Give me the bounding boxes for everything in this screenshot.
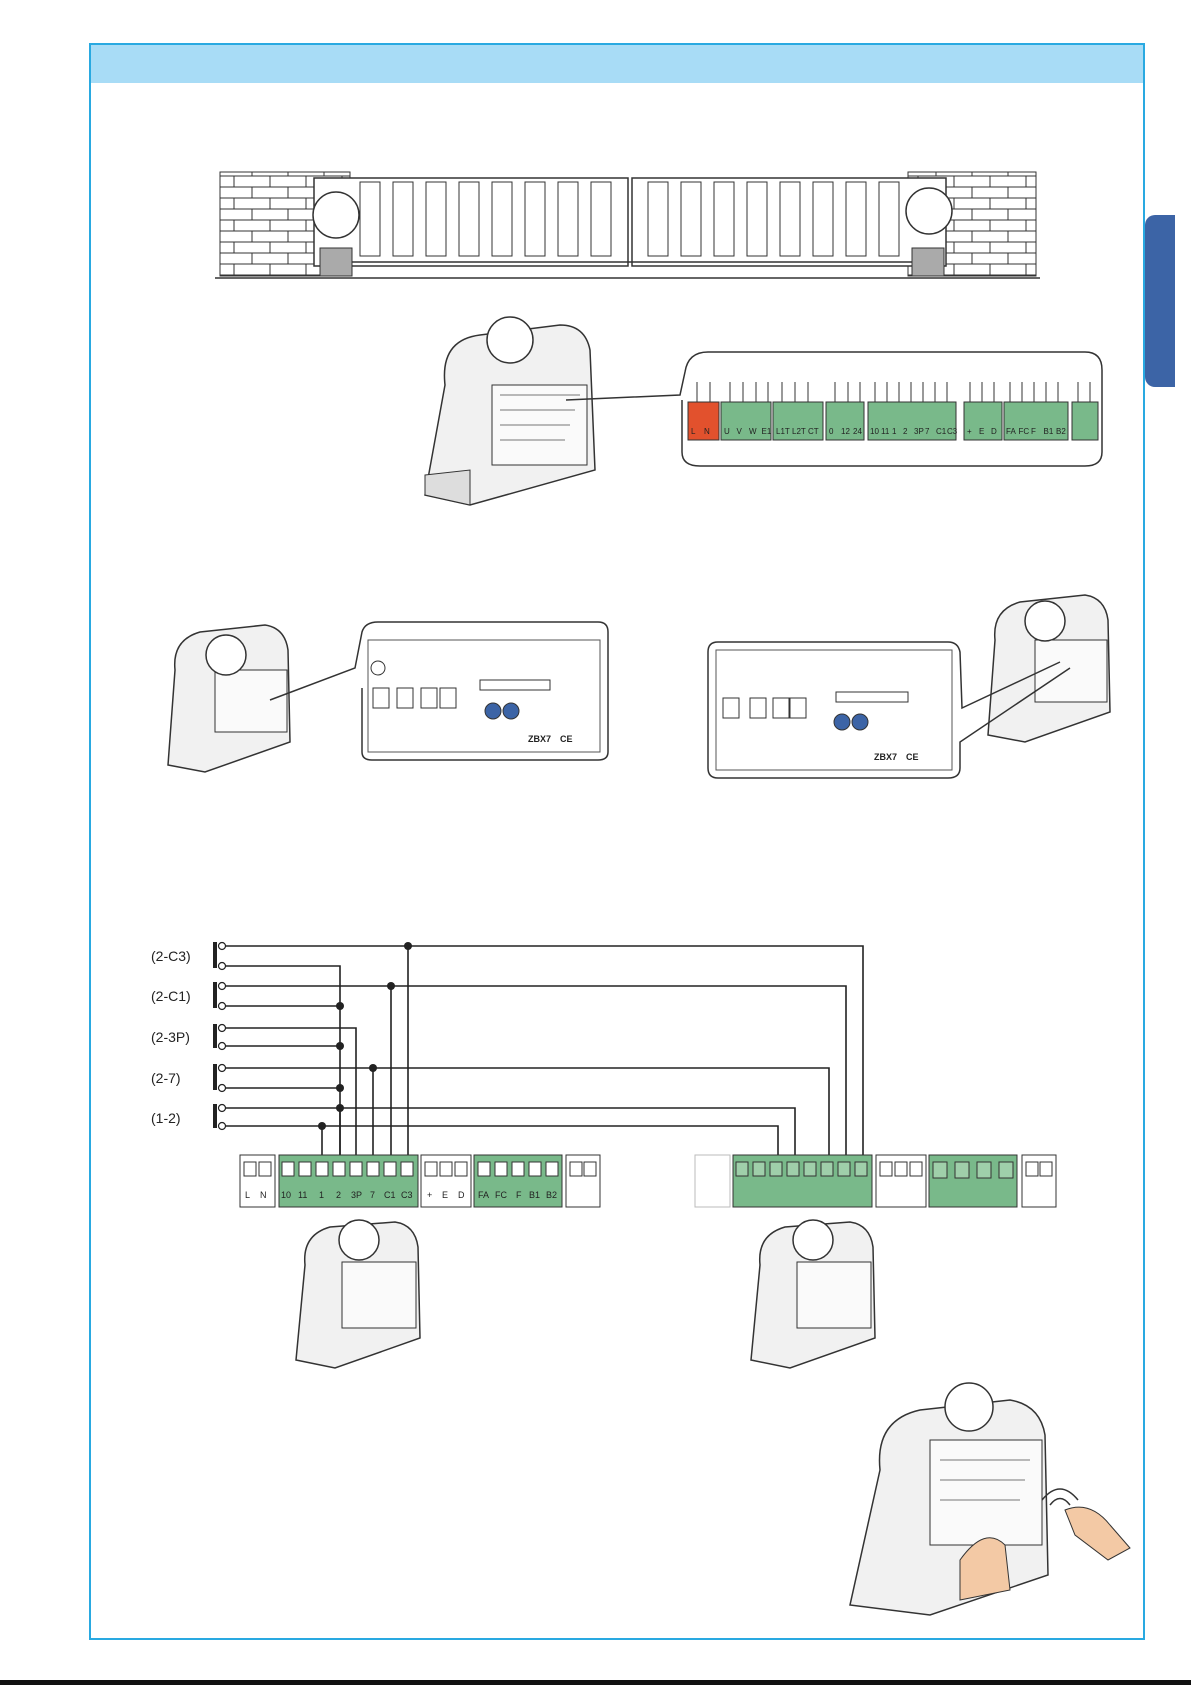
term-D: D: [458, 1190, 465, 1200]
motor-unit-mid-right: [988, 595, 1110, 742]
top-terminal-label: L2T: [792, 427, 806, 436]
callout-circle: [1025, 601, 1065, 641]
callout-circle: [906, 188, 952, 234]
term-7: 7: [370, 1190, 375, 1200]
top-terminal-label: 0: [829, 427, 834, 436]
board-model-label: ZBX7: [874, 752, 897, 762]
ce-mark: CE: [906, 752, 919, 762]
callout-circle: [339, 1220, 379, 1260]
top-terminal-label: U: [724, 427, 730, 436]
gate-illustration: [215, 172, 1040, 278]
top-terminal-label: C1: [936, 427, 947, 436]
top-terminal-label: E: [979, 427, 984, 436]
term-C3: C3: [401, 1190, 413, 1200]
term-B1: B1: [529, 1190, 540, 1200]
callout-circle: [793, 1220, 833, 1260]
top-terminal-label: C3: [947, 427, 958, 436]
top-terminal-label: FA: [1006, 427, 1016, 436]
term-FC: FC: [495, 1190, 507, 1200]
term-2: 2: [336, 1190, 341, 1200]
term-E: E: [442, 1190, 448, 1200]
terminal-strip-left: L N 10 11 1 2 3P 7 C1 C3 + E D FA FC F B…: [240, 1155, 600, 1207]
left-gate-motor: [320, 248, 352, 276]
board-model-label: ZBX7: [528, 734, 551, 744]
top-terminal-label: 3P: [914, 427, 924, 436]
ce-mark: CE: [560, 734, 573, 744]
term-plus: +: [427, 1190, 432, 1200]
motor-unit-mid-left: [168, 625, 290, 772]
top-terminal-label: B1: [1044, 427, 1054, 436]
top-terminal-label: 12: [841, 427, 850, 436]
top-terminal-label: 10: [870, 427, 879, 436]
terminal-strip-right: [695, 1155, 1056, 1207]
top-terminal-label: 11: [881, 427, 890, 436]
wiring-junctions: [318, 942, 412, 1130]
term-3P: 3P: [351, 1190, 362, 1200]
control-board-right: ZBX7 CE: [716, 650, 952, 770]
motor-unit-remote: [850, 1383, 1130, 1615]
top-terminal-label: +: [967, 427, 972, 436]
top-terminal-label: 7: [925, 427, 930, 436]
top-terminal-label: B2: [1056, 427, 1066, 436]
top-terminal-label: 2: [903, 427, 908, 436]
left-gate-leaf: [314, 178, 628, 266]
top-terminal-label: D: [991, 427, 997, 436]
term-N: N: [260, 1190, 267, 1200]
top-terminal-label: L1T: [776, 427, 790, 436]
radio-wave-icon: [1042, 1489, 1078, 1505]
wire-label-2-3p: (2-3P): [151, 1029, 190, 1045]
motor-unit-bottom-right: [751, 1220, 875, 1368]
term-FA: FA: [478, 1190, 489, 1200]
motor-unit-bottom-left: [296, 1220, 420, 1368]
term-L: L: [245, 1190, 250, 1200]
term-C1: C1: [384, 1190, 396, 1200]
control-board-left: ZBX7 CE: [368, 640, 600, 752]
wiring-lines: [222, 946, 863, 1178]
term-10: 10: [281, 1190, 291, 1200]
hand-with-remote: [1065, 1507, 1130, 1560]
top-terminal-label: 24: [853, 427, 862, 436]
callout-circle: [945, 1383, 993, 1431]
top-terminal-label: CT: [808, 427, 819, 436]
right-gate-motor: [912, 248, 944, 276]
contact-points: [219, 943, 226, 1130]
top-terminal-label: V: [737, 427, 743, 436]
wire-label-2-7: (2-7): [151, 1070, 181, 1086]
wire-label-1-2: (1-2): [151, 1110, 181, 1126]
top-terminal-label: 1: [892, 427, 897, 436]
callout-circle: [313, 192, 359, 238]
pushbuttons: [213, 942, 217, 1128]
callout-circle: [206, 635, 246, 675]
term-B2: B2: [546, 1190, 557, 1200]
top-terminal-label: E1: [762, 427, 772, 436]
wire-label-2-c3: (2-C3): [151, 948, 191, 964]
callout-circle: [487, 317, 533, 363]
top-terminal-label: FC: [1019, 427, 1030, 436]
top-terminal-label: L: [691, 427, 696, 436]
top-terminal-label: N: [704, 427, 710, 436]
term-11: 11: [298, 1190, 307, 1200]
wire-label-2-c1: (2-C1): [151, 988, 191, 1004]
top-terminal-label: W: [749, 427, 757, 436]
top-terminal-label: F: [1031, 427, 1036, 436]
motor-unit-top: [425, 317, 595, 505]
term-F: F: [516, 1190, 522, 1200]
term-1: 1: [319, 1190, 324, 1200]
